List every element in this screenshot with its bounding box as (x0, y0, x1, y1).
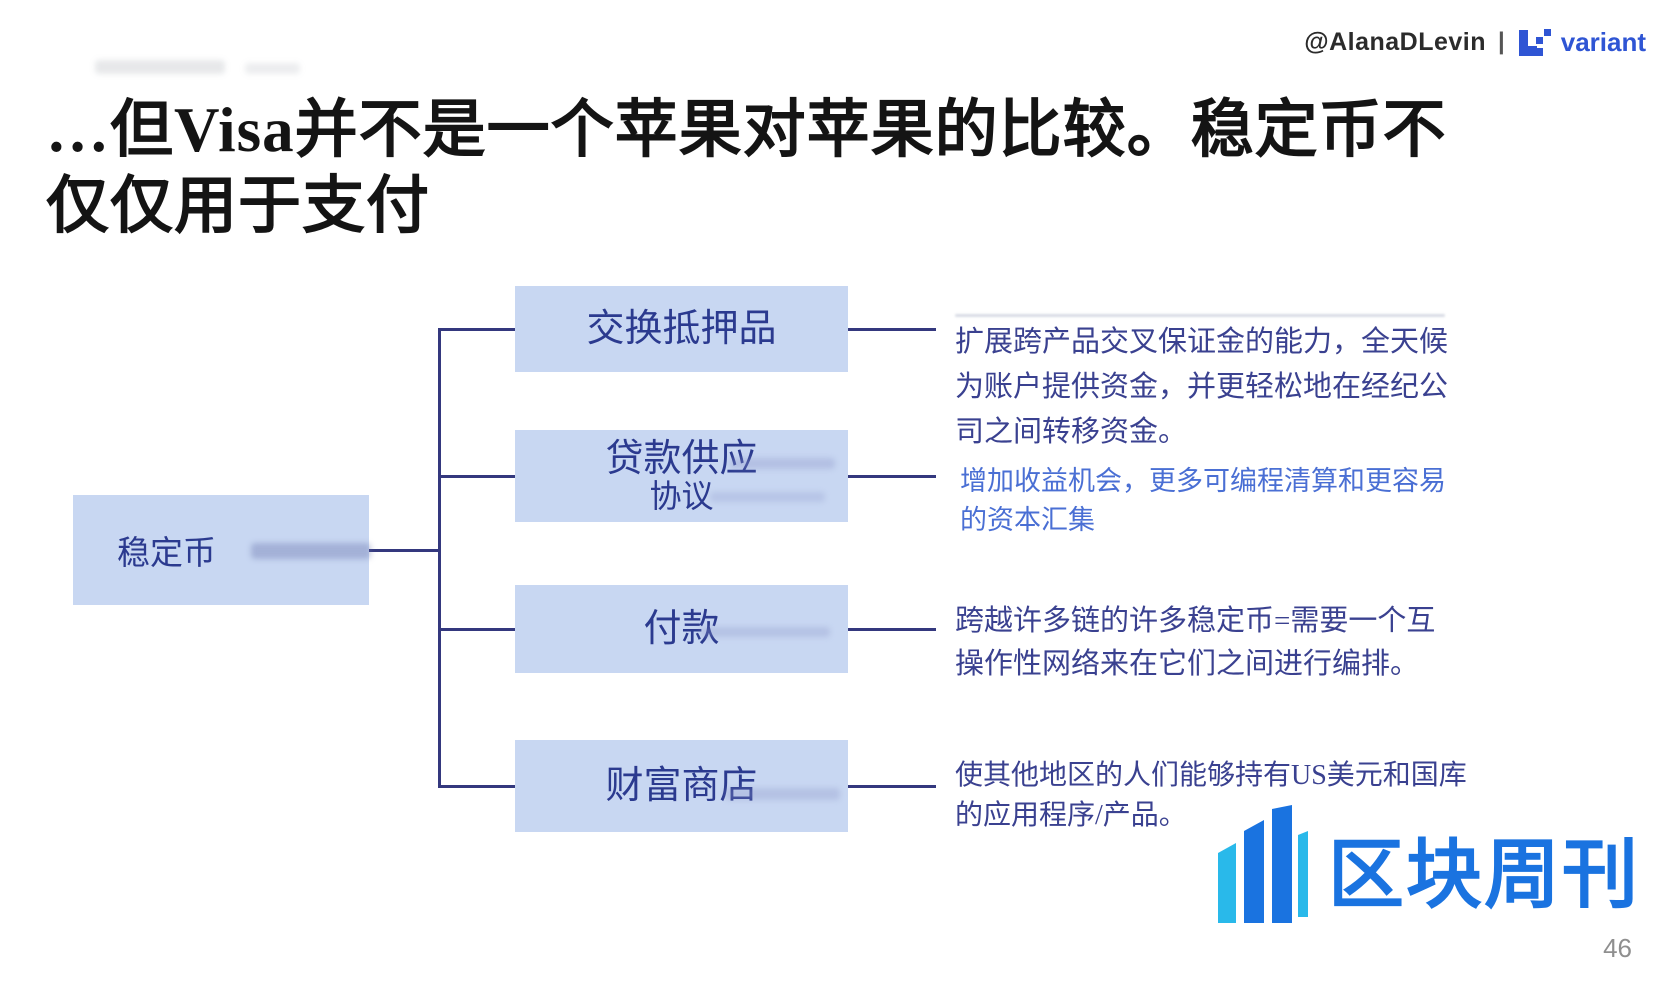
branch-node-label: 财富商店 (605, 765, 758, 807)
watermark-text: 区块周刊 (1328, 832, 1640, 918)
connector-desc-3 (848, 628, 936, 631)
connector-branch-2 (441, 475, 515, 478)
branch-node-exchange-collateral: 交换抵押品 (515, 286, 848, 372)
connector-root-to-trunk (369, 549, 440, 552)
header-separator: | (1498, 28, 1505, 55)
connector-branch-1 (441, 328, 515, 331)
redacted-text-decoration (710, 492, 825, 502)
connector-desc-2 (848, 475, 936, 478)
description-store-of-wealth: 使其他地区的人们能够持有US美元和国库的应用程序/产品。 (955, 760, 1467, 831)
branch-node-label: 交换抵押品 (586, 308, 777, 350)
header: @AlanaDLevin | variant (1304, 24, 1646, 60)
redacted-text-decoration (700, 627, 830, 637)
branch-node-label-line2: 协议 (649, 478, 714, 514)
redacted-text-decoration (725, 788, 840, 800)
branch-node-label: 付款 (643, 608, 720, 650)
slide-title-line1: …但Visa并不是一个苹果对苹果的比较。稳定币不 (46, 95, 1447, 165)
branch-node-loan-supply-protocol: 贷款供应 协议 (515, 430, 848, 522)
branch-node-payment: 付款 (515, 585, 848, 673)
branch-node-label: 贷款供应 (605, 438, 758, 480)
connector-branch-3 (441, 628, 515, 631)
connector-desc-4 (848, 785, 936, 788)
scan-artifact-decoration (955, 314, 1445, 317)
branch-node-store-of-wealth: 财富商店 (515, 740, 848, 832)
variant-logo-icon (1518, 29, 1551, 56)
scan-artifact-decoration (245, 63, 300, 74)
watermark: 区块周刊 (1214, 805, 1640, 930)
connector-branch-4 (441, 785, 515, 788)
connector-desc-1 (848, 328, 936, 331)
brand-name: variant (1560, 26, 1646, 57)
page-number: 46 (1603, 933, 1632, 963)
description-loan-supply: 增加收益机会，更多可编程清算和更容易的资本汇集 (960, 466, 1446, 535)
brand-lockup: variant (1517, 24, 1646, 60)
blockweekly-logo-icon (1218, 805, 1308, 923)
slide-title: …但Visa并不是一个苹果对苹果的比较。稳定币不 仅仅用于支付 (46, 92, 1526, 244)
author-handle: @AlanaDLevin (1304, 27, 1487, 56)
description-payment: 跨越许多链的许多稳定币=需要一个互操作性网络来在它们之间进行编排。 (955, 605, 1436, 680)
slide-title-line2: 仅仅用于支付 (46, 171, 430, 241)
redacted-text-decoration (251, 543, 371, 559)
description-exchange-collateral: 扩展跨产品交叉保证金的能力，全天候为账户提供资金，并更轻松地在经纪公司之间转移资… (955, 326, 1449, 448)
root-node-stablecoin: 稳定币 (73, 495, 371, 605)
connector-trunk (438, 328, 441, 788)
scan-artifact-decoration (95, 60, 225, 74)
redacted-text-decoration (730, 458, 835, 469)
root-node-label: 稳定币 (117, 536, 216, 572)
